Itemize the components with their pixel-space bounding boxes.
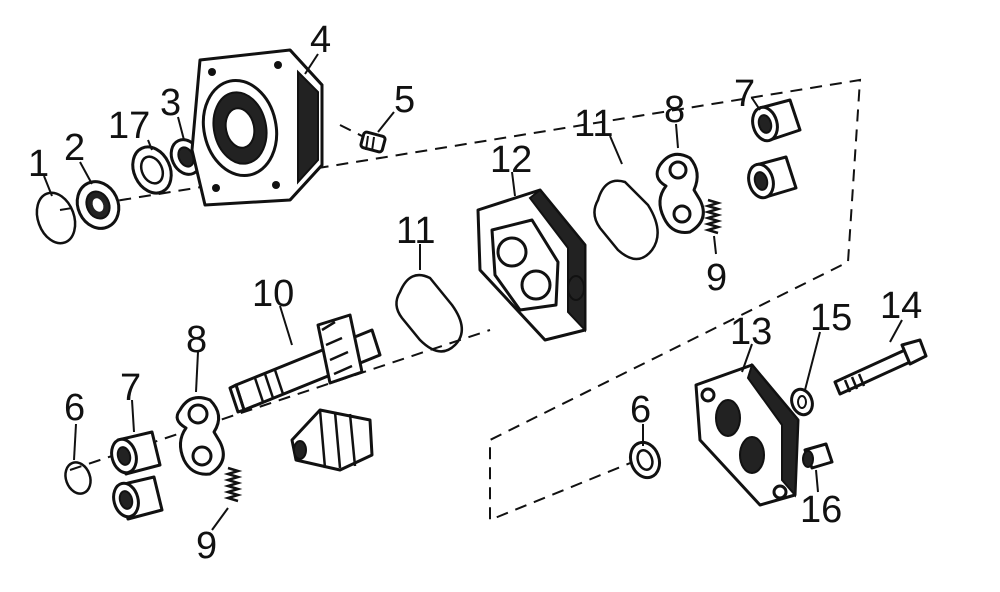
callout-15: 15 — [810, 297, 852, 339]
callout-11-right: 11 — [574, 103, 613, 145]
part-9-spring-upper — [703, 198, 723, 235]
callout-17: 17 — [108, 105, 150, 147]
part-17-seal — [131, 145, 173, 195]
callout-1: 1 — [28, 143, 49, 185]
callout-8-lower: 8 — [186, 319, 207, 361]
part-8-wear-plate-upper — [655, 152, 705, 234]
callout-2: 2 — [64, 127, 85, 169]
part-4-front-housing — [190, 48, 324, 207]
part-13-rear-cover — [694, 362, 800, 507]
part-5-plug — [359, 130, 387, 154]
callout-11-left: 11 — [396, 210, 435, 252]
callout-16: 16 — [800, 489, 842, 531]
callout-labels: 1 2 17 3 4 5 11 12 11 8 7 9 10 8 6 7 9 6… — [28, 19, 922, 567]
part-10-drive-shaft — [228, 313, 382, 414]
callout-6-right: 6 — [630, 389, 651, 431]
part-11-gasket-left — [395, 273, 463, 353]
part-16-plug — [802, 442, 834, 470]
callout-7-upper: 7 — [734, 73, 755, 115]
part-9-spring-lower — [223, 466, 243, 503]
part-7-bearing-lower-2 — [112, 475, 164, 521]
callout-12: 12 — [490, 139, 532, 181]
part-8-wear-plate-lower — [175, 396, 225, 476]
part-2-bearing — [75, 180, 121, 230]
part-1-snap-ring — [35, 191, 77, 245]
callout-7-lower: 7 — [120, 367, 141, 409]
part-7-bearing-lower — [110, 430, 162, 476]
part-6-ring-left — [64, 461, 92, 495]
callout-6-left: 6 — [64, 387, 85, 429]
part-15-washer — [790, 387, 814, 417]
leader-lines — [43, 53, 903, 531]
part-12-gear-housing — [476, 188, 587, 342]
part-7-bearing-upper-2 — [747, 155, 798, 200]
callout-4: 4 — [310, 19, 331, 61]
part-7-bearing-upper — [751, 98, 802, 143]
callout-14: 14 — [880, 285, 922, 327]
part-14-bolt — [833, 338, 928, 396]
driven-gear — [290, 408, 374, 472]
callout-3: 3 — [160, 82, 181, 124]
part-11-gasket-right — [593, 179, 659, 261]
callout-8-upper: 8 — [664, 89, 685, 131]
part-6-ring-right — [628, 440, 662, 480]
callout-13: 13 — [730, 311, 772, 353]
callout-9-lower: 9 — [196, 525, 217, 567]
callout-10: 10 — [252, 273, 294, 315]
callout-5: 5 — [394, 79, 415, 121]
callout-9-upper: 9 — [706, 257, 727, 299]
